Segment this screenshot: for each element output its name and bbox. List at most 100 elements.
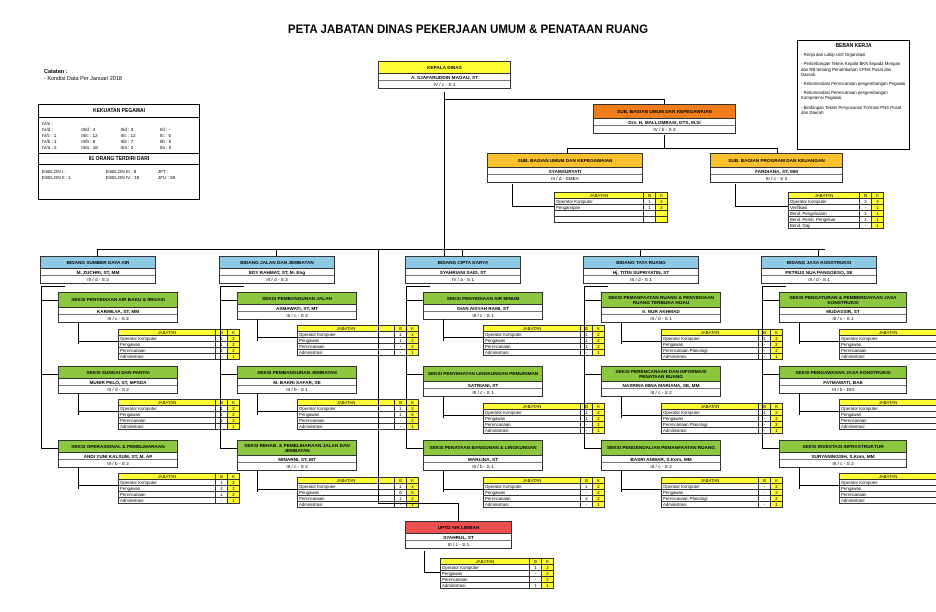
unit-title: SEKSI PEMANFAATAN RUANG & PENYEDIAAN RUA… xyxy=(602,293,720,308)
job-count-k: 1 xyxy=(770,427,783,434)
job-count-k: 1 xyxy=(592,349,605,356)
connector-line xyxy=(257,411,297,412)
connector-line xyxy=(443,489,483,490)
connector-line xyxy=(41,286,65,287)
connector-line xyxy=(567,148,777,149)
notes-text: - Kondisi Data Per Januari 2018 xyxy=(44,76,122,82)
official-name: BASRI ANWAR, S.Kom, MM xyxy=(602,456,720,463)
job-count-k: 1 xyxy=(592,427,605,434)
official-rank: IV / a - S 1 xyxy=(451,277,475,282)
official-name: ANDI YUNI KALSUM, ST, M. AP xyxy=(59,453,177,460)
unit-title: BIDANG JASA KONSTRUKSI xyxy=(762,257,876,269)
eselon-cell: ESELON IV : 18 xyxy=(106,175,140,180)
staff-cell: IV/e : xyxy=(42,121,53,126)
job-count-b: - xyxy=(580,427,593,434)
staff-cell: IV/c : 1 xyxy=(42,133,57,138)
workload-box: BEBAN KERJA - Renja dan Lakip Unit Organ… xyxy=(797,40,910,150)
staff-cell: I/d : - xyxy=(159,127,171,132)
connector-line xyxy=(777,148,778,153)
unit-title: SEKSI PENGATURAN & PEMBERDAYAAN JASA KON… xyxy=(780,293,906,308)
connector-line xyxy=(584,374,610,375)
job-row: Administrasi-1 xyxy=(661,427,783,434)
official-rank: IV / c - S 1 xyxy=(433,82,456,87)
staff-cell: III/a : 18 xyxy=(81,145,98,150)
staff-cell: I/a : 5 xyxy=(159,145,172,150)
connector-line xyxy=(257,393,258,415)
connector-line xyxy=(257,319,258,341)
job-count-b: - xyxy=(758,501,771,508)
official-name: FARDIANA, ST, MM xyxy=(711,168,842,175)
section-box: SEKSI PEMANFAATAN RUANG & PENYEDIAAN RUA… xyxy=(601,292,721,323)
official-name: ASMAWATI, ST, MT xyxy=(238,305,356,312)
connector-line xyxy=(799,467,800,489)
official-name: MUNIR PELO, ST, MPSDA xyxy=(59,379,177,386)
connector-line xyxy=(443,396,444,418)
connector-line xyxy=(799,393,800,415)
section-box: SEKSI REHAB. & PEMELIHARAAN JALAN DAN JE… xyxy=(237,440,357,471)
job-name: Administrasi xyxy=(440,582,530,589)
unit-title: SEKSI PEMBANGUNAN JEMBATAN xyxy=(238,367,356,379)
connector-line xyxy=(257,489,297,490)
unit-title: SEKSI PENYEHATAN LINGKUNGAN PEMUKIMAN xyxy=(424,367,542,382)
connector-line xyxy=(735,184,736,207)
job-count-k: 1 xyxy=(770,501,783,508)
section-box: SEKSI PERENCANAAN DAN INFORMASI PENATAAN… xyxy=(601,366,721,397)
official-rank: III / b - S 2 xyxy=(107,461,129,466)
job-count-k: 1 xyxy=(770,353,783,360)
connector-line xyxy=(762,374,788,375)
official-rank: III / c - S 2 xyxy=(650,390,672,395)
unit-title: SEKSI OPERASIONAL & PEMELIHARAAN xyxy=(59,441,177,453)
connector-line xyxy=(257,470,258,492)
job-row: Administrasi-1 xyxy=(483,349,605,356)
official-rank: III / d - SMEA xyxy=(551,176,579,181)
connector-line xyxy=(220,286,244,287)
connector-line xyxy=(799,411,839,412)
connector-line xyxy=(664,99,665,104)
official-rank: III / c - S 2 xyxy=(765,176,788,181)
official-name: Drs. H. MALLOMBASI, DTS, M.Si xyxy=(594,119,735,126)
official-rank: III / c - S 1 xyxy=(832,316,854,321)
connector-line xyxy=(762,300,788,301)
connector-line xyxy=(406,300,432,301)
connector-line xyxy=(220,286,221,449)
unit-title: SEKSI PERENCANAAN DAN INFORMASI PENATAAN… xyxy=(602,367,720,382)
unit-title: KEPALA DINAS xyxy=(379,62,510,74)
connector-line xyxy=(97,249,98,256)
official-name: SYAHRIANI SAID, ST xyxy=(406,269,520,276)
unit-title: SEKSI PEMBANGUNAN JALAN xyxy=(238,293,356,305)
job-count-k: 1 xyxy=(871,222,884,229)
connector-line xyxy=(584,448,610,449)
connector-line xyxy=(512,206,554,207)
connector-line xyxy=(78,485,118,486)
job-row: Administrasi-1 xyxy=(297,349,419,356)
staff-row: IV/e : xyxy=(39,121,199,127)
job-count-b: - xyxy=(215,497,228,504)
job-name: Administrasi xyxy=(483,427,581,434)
job-name: Administrasi xyxy=(839,353,936,360)
official-name: EDY RAHMAT, ST, M. Eng xyxy=(220,269,334,276)
connector-line xyxy=(762,286,763,449)
official-name: SURYANINGSIH, S.Kom, MM xyxy=(780,453,906,460)
job-row: Administrasi-1 xyxy=(118,497,240,504)
job-count-k: 1 xyxy=(227,497,240,504)
unit-title: SUB. BAGIAN PROGRAM DAN KEUANGAN xyxy=(711,154,842,168)
unit-title: UPTD AIR LIMBAH xyxy=(406,522,511,534)
